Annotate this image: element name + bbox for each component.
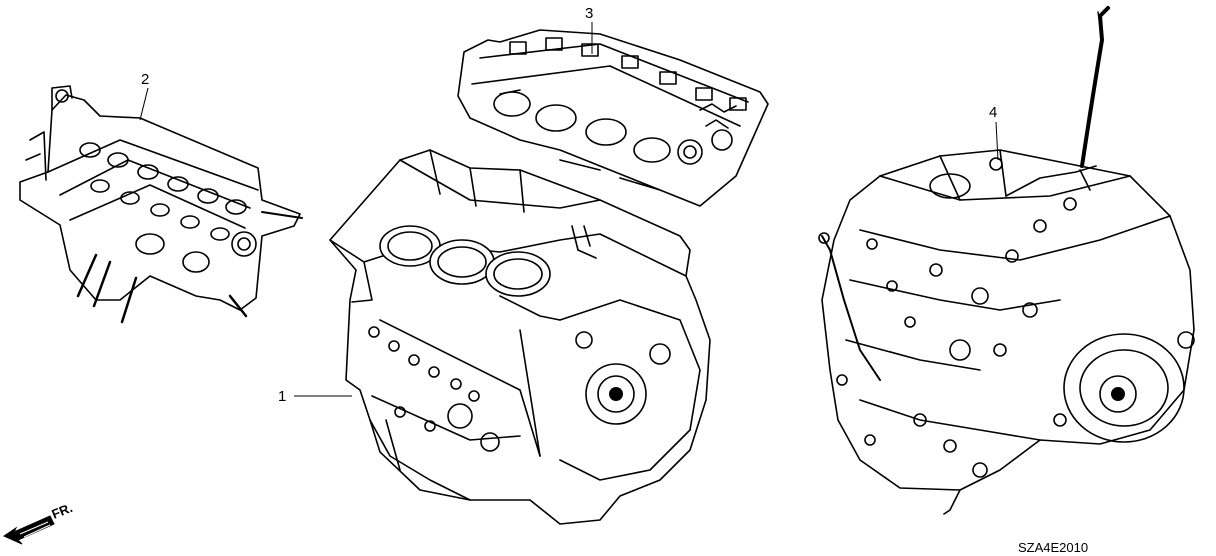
transmission-illustration	[818, 6, 1195, 515]
callout-label-4: 4	[989, 104, 997, 121]
front-direction-label: FR.	[50, 500, 75, 522]
diagram-code: SZA4E2010	[1018, 540, 1088, 555]
cylinder-head-front-illustration	[19, 85, 303, 324]
callout-label-3: 3	[585, 5, 593, 22]
front-direction-arrow-icon	[2, 515, 55, 545]
callout-label-1: 1	[278, 388, 286, 405]
cylinder-head-rear-illustration	[457, 29, 769, 207]
engine-block-illustration	[329, 149, 711, 525]
callout-label-2: 2	[141, 71, 149, 88]
